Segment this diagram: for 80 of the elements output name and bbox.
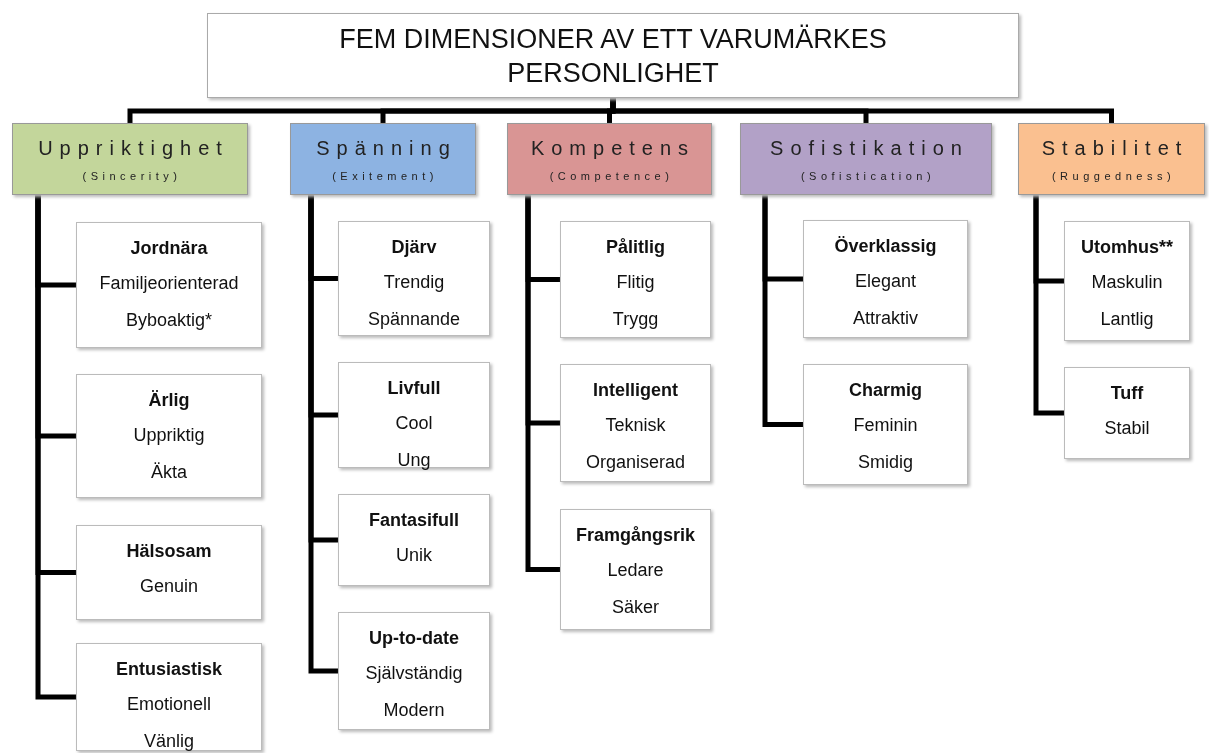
category-name: Sofistikation: [770, 136, 969, 160]
trait-item: Cool: [395, 412, 433, 435]
trait-box: [338, 612, 490, 730]
connector-line: [35, 195, 76, 700]
trait-item: Modern: [383, 699, 445, 722]
trait-item: Äkta: [151, 461, 187, 484]
connector-line: [610, 98, 1114, 123]
trait-item: Uppriktig: [133, 424, 205, 447]
title-text: FEM DIMENSIONER AV ETT VARUMÄRKES PERSONLIGHET: [338, 22, 888, 90]
category-name: Uppriktighet: [38, 136, 229, 160]
trait-heading: Fantasifull: [369, 509, 459, 531]
trait-item: Vänlig: [143, 730, 194, 753]
category-subtitle: (Sincerity): [82, 169, 182, 182]
trait-box: [803, 220, 968, 338]
trait-item: Unik: [396, 544, 432, 567]
trait-heading: Utomhus**: [1081, 236, 1173, 258]
category-subtitle: (Exitement): [332, 169, 438, 182]
category-header: [12, 123, 248, 195]
trait-heading: Framgångsrik: [575, 524, 695, 546]
trait-box: [803, 364, 968, 485]
trait-box: [338, 362, 490, 468]
trait-item: Flitig: [616, 271, 655, 294]
trait-heading: Hälsosam: [126, 540, 212, 562]
trait-heading: Jordnära: [130, 237, 208, 259]
trait-heading: Intelligent: [593, 379, 678, 401]
trait-item: Genuin: [139, 575, 198, 598]
trait-heading: Up-to-date: [369, 627, 459, 649]
trait-item: Trendig: [383, 271, 445, 294]
trait-item: Ledare: [607, 559, 664, 582]
category-header: [1018, 123, 1205, 195]
trait-item: Smidig: [858, 451, 913, 474]
category-header: [290, 123, 476, 195]
trait-item: Organiserad: [585, 451, 686, 474]
trait-item: Säker: [612, 596, 659, 619]
trait-heading: Djärv: [391, 236, 437, 258]
trait-heading: Överklassig: [834, 235, 937, 257]
trait-box: [76, 525, 262, 620]
trait-box: [338, 221, 490, 336]
trait-item: Stabil: [1104, 417, 1150, 440]
trait-box: [1064, 221, 1190, 341]
trait-item: Självständig: [365, 662, 463, 685]
trait-box: [560, 364, 711, 482]
trait-box: [76, 374, 262, 498]
connector-line: [525, 195, 560, 572]
trait-heading: Charmig: [849, 379, 922, 401]
trait-heading: Tuff: [1110, 382, 1144, 404]
trait-item: Spännande: [367, 308, 461, 331]
trait-item: Feminin: [853, 414, 918, 437]
trait-item: Familjeorienterad: [99, 272, 239, 295]
trait-box: [1064, 367, 1190, 459]
trait-item: Byboaktig*: [125, 309, 213, 332]
category-name: Stabilitet: [1041, 136, 1189, 160]
category-subtitle: (Competence): [549, 169, 674, 182]
trait-item: Teknisk: [605, 414, 666, 437]
trait-box: [560, 509, 711, 630]
trait-box: [76, 222, 262, 348]
connector-line: [1033, 195, 1064, 416]
category-name: Spänning: [316, 136, 457, 160]
trait-item: Maskulin: [1091, 271, 1163, 294]
trait-box: [560, 221, 711, 338]
trait-heading: Pålitlig: [606, 236, 665, 258]
trait-item: Emotionell: [126, 693, 211, 716]
title-box: [207, 13, 1019, 98]
category-subtitle: (Sofistication): [800, 169, 936, 182]
trait-heading: Ärlig: [148, 389, 190, 411]
trait-item: Lantlig: [1100, 308, 1154, 331]
trait-heading: Livfull: [387, 377, 441, 399]
category-header: [507, 123, 712, 195]
category-header: [740, 123, 992, 195]
trait-item: Elegant: [854, 270, 917, 293]
trait-item: Trygg: [612, 308, 659, 331]
category-subtitle: (Ruggedness): [1051, 169, 1176, 182]
trait-box: [76, 643, 262, 751]
connector-line: [762, 195, 803, 427]
trait-box: [338, 494, 490, 586]
category-name: Kompetens: [530, 136, 696, 160]
trait-item: Attraktiv: [853, 307, 918, 330]
connector-line: [308, 195, 338, 674]
trait-item: Ung: [397, 449, 431, 472]
trait-heading: Entusiastisk: [115, 658, 222, 680]
